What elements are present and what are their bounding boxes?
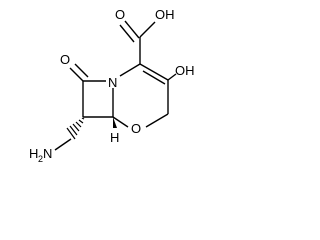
label-ring-n: N xyxy=(108,75,117,90)
label-amine-subscript: 2 xyxy=(38,154,43,164)
bonds xyxy=(66,20,177,140)
bond-c8-o-double-a xyxy=(69,67,84,82)
label-ring-o: O xyxy=(131,121,141,136)
wedge-bond-c6-h xyxy=(113,117,117,128)
bond-c4-o xyxy=(145,113,169,128)
chemical-structure: OH O OH O N O H 2 N H xyxy=(29,7,195,164)
label-stereo-h: H xyxy=(110,130,119,145)
bond-c2-c3 xyxy=(139,63,169,81)
bond-hash-to-nh2 xyxy=(54,138,72,151)
bond-c8-o-double-b xyxy=(74,63,89,78)
label-enol-oh: OH xyxy=(175,63,195,78)
label-carboxyl-o: O xyxy=(115,7,125,22)
atom-labels: OH O OH O N O H 2 N H xyxy=(29,7,195,164)
bond-c3-oh xyxy=(167,73,177,81)
hashed-bond-c7-nh2 xyxy=(66,117,85,140)
label-carboxyl-oh: OH xyxy=(155,7,175,22)
bond-c-oh xyxy=(139,21,156,38)
bond-n-c2 xyxy=(119,63,141,77)
bond-c2-c3-double xyxy=(142,70,166,85)
bond-c-o-double-b xyxy=(119,24,135,43)
bond-o-c6 xyxy=(112,116,129,128)
label-amine-n: N xyxy=(43,146,52,161)
label-ketone-o: O xyxy=(60,52,70,67)
label-amine-h: H xyxy=(29,146,38,161)
bond-c-o-double-a xyxy=(124,20,140,39)
